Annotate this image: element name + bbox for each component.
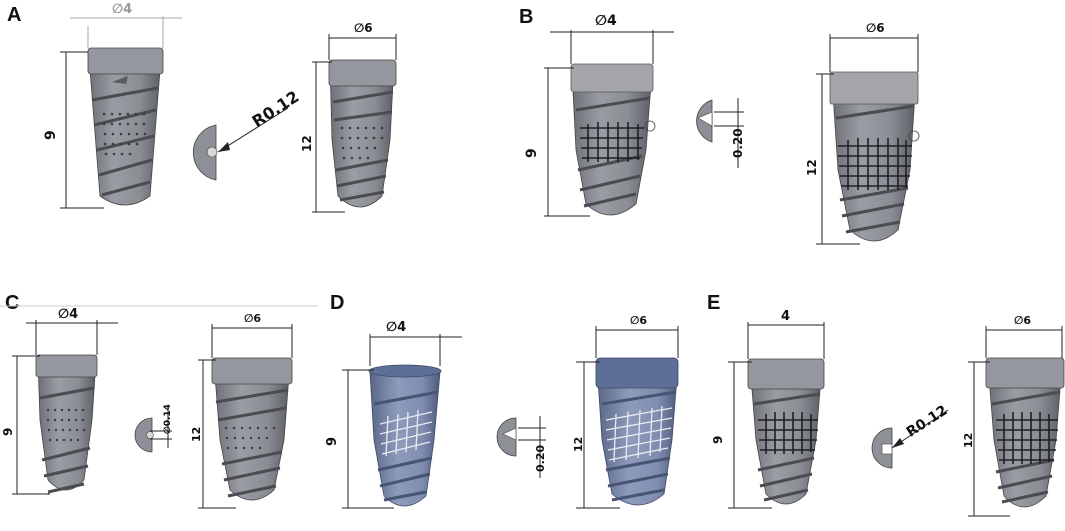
panel-c-cross-section xyxy=(134,410,172,453)
panel-a-radius-label: R0.12 xyxy=(249,87,303,131)
panel-c-small-dimensions xyxy=(12,320,118,495)
panel-c-small-diameter-label: ∅4 xyxy=(58,307,78,322)
panel-a-small-dots xyxy=(102,112,147,156)
panel-a-cross-section xyxy=(192,107,289,181)
panel-d-depth-label: 0.20 xyxy=(534,445,547,472)
panel-c-large-dots xyxy=(224,426,276,450)
panel-label-b: B xyxy=(519,6,534,28)
panel-b-large-detail-marker xyxy=(908,130,920,142)
panel-b-large-implant xyxy=(829,71,919,242)
panel-c-small-implant xyxy=(35,354,98,494)
panel-e-small-dimensions xyxy=(728,322,825,509)
panel-c-small-dots xyxy=(46,408,86,442)
panel-e-large-height-label: 12 xyxy=(962,433,975,448)
panel-d-small-dimensions xyxy=(342,334,462,509)
panel-a-large-diameter-label: ∅6 xyxy=(354,21,373,35)
panel-b-large-dimensions xyxy=(816,34,919,245)
panel-d-large-height-label: 12 xyxy=(572,437,585,452)
panel-d-cross-section xyxy=(496,416,546,478)
panel-b-depth-label: 0.20 xyxy=(731,128,745,158)
panel-e-small-diameter-label: 4 xyxy=(781,309,790,324)
panel-b-large-diameter-label: ∅6 xyxy=(866,21,885,35)
panel-d-large-grooves xyxy=(605,405,673,463)
panel-e-radius-label: R0.12 xyxy=(904,402,951,440)
panel-a-large-dots xyxy=(340,126,384,160)
panel-label-c: C xyxy=(5,292,20,314)
panel-d-small-height-label: 9 xyxy=(325,437,340,446)
panel-b-cross-section xyxy=(696,98,744,168)
panel-a-small-implant xyxy=(87,47,164,206)
panel-c-large-implant xyxy=(211,357,293,501)
panel-d-small-diameter-label: ∅4 xyxy=(386,320,406,335)
panel-e-small-implant xyxy=(747,358,825,505)
panel-c-large-diameter-label: ∅6 xyxy=(244,312,261,325)
panel-d-large-dimensions xyxy=(576,326,679,509)
panel-e-large-dimensions xyxy=(968,326,1063,517)
panel-b-small-dimensions xyxy=(544,30,674,217)
panel-a-small-height-label: 9 xyxy=(43,130,59,140)
panel-b-small-height-label: 9 xyxy=(524,148,540,158)
panel-d-small-implant xyxy=(368,364,442,507)
panel-e-large-grid xyxy=(996,412,1058,464)
panel-b-small-diameter-label: ∅4 xyxy=(595,13,617,29)
panel-b-large-height-label: 12 xyxy=(805,159,819,176)
panel-a-large-height-label: 12 xyxy=(300,135,314,152)
panel-a-small-dimensions xyxy=(60,16,182,209)
panel-c-large-height-label: 12 xyxy=(190,427,203,442)
panel-e-large-diameter-label: ∅6 xyxy=(1014,314,1031,327)
panel-b-small-implant xyxy=(570,63,654,216)
panel-label-e: E xyxy=(707,292,721,314)
panel-a-large-dimensions xyxy=(312,34,397,213)
panel-label-a: A xyxy=(7,4,22,26)
panel-e-large-implant xyxy=(985,357,1065,508)
panel-c-small-height-label: 9 xyxy=(1,428,15,436)
panel-a-large-implant xyxy=(328,59,397,208)
panel-label-d: D xyxy=(330,292,345,314)
panel-e-small-height-label: 9 xyxy=(711,436,725,444)
panel-d-large-implant xyxy=(595,357,679,506)
panel-c-depth-label: ∅0.14 xyxy=(163,404,173,434)
panel-b-small-grid xyxy=(580,122,644,162)
panel-e-small-grid xyxy=(758,412,818,454)
panel-b-large-grid xyxy=(838,138,912,190)
panel-b-small-detail-marker xyxy=(644,120,656,132)
panel-d-small-grooves xyxy=(379,409,433,457)
panel-e-cross-section xyxy=(871,409,949,469)
panel-c-large-dimensions xyxy=(198,324,293,509)
panel-d-large-diameter-label: ∅6 xyxy=(630,314,647,327)
panel-a-small-diameter-label: ∅4 xyxy=(112,2,132,17)
